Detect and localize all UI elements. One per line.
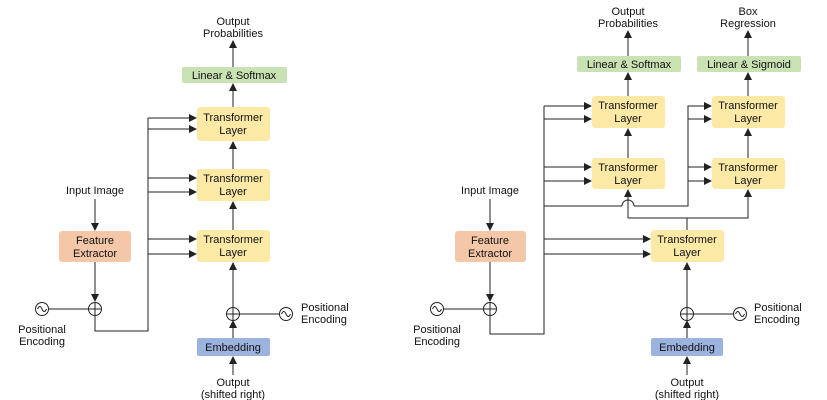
right-linear-sigmoid-label: Linear & Sigmoid xyxy=(707,59,791,71)
right-transformer-layer-box-bottom-label-1: Transformer xyxy=(718,162,778,174)
left-positional-encoding-icon-right xyxy=(279,307,293,321)
left-output-probabilities-label-2: Probabilities xyxy=(203,28,263,40)
right-positional-encoding-icon-right xyxy=(733,307,747,321)
right-transformer-layer-class-bottom-label-2: Layer xyxy=(614,175,642,187)
right-positional-encoding-label-left-2: Encoding xyxy=(414,336,460,348)
left-embedding-box xyxy=(197,338,270,356)
left-input-image-label: Input Image xyxy=(66,185,124,197)
right-transformer-layer-shared-label-2: Layer xyxy=(673,247,701,259)
left-linear-softmax-label: Linear & Softmax xyxy=(192,70,277,82)
right-transformer-layer-class-top-label-1: Transformer xyxy=(598,100,658,112)
left-transformer-layer-top-label-1: Transformer xyxy=(203,112,263,124)
left-transformer-layer-mid-label-2: Layer xyxy=(219,186,247,198)
right-output-probabilities-label-2: Probabilities xyxy=(598,18,658,30)
left-output-shifted-label-1: Output xyxy=(216,377,249,389)
right-linear-softmax-label: Linear & Softmax xyxy=(587,59,672,71)
right-feature-extractor-box xyxy=(455,231,526,262)
left-output-probabilities-label-1: Output xyxy=(216,16,249,28)
right-transformer-layer-box-top xyxy=(712,96,785,128)
right-box-regression-label-2: Regression xyxy=(720,18,776,30)
left-linear-softmax-box xyxy=(182,67,287,83)
left-positional-encoding-label-right-2: Encoding xyxy=(301,314,347,326)
left-add-icon-embedding xyxy=(226,307,240,321)
left-output-shifted-label-2: (shifted right) xyxy=(201,389,265,400)
left-positional-encoding-icon-left xyxy=(35,302,49,316)
left-feature-extractor-label-1: Feature xyxy=(76,235,114,247)
left-connectors xyxy=(48,40,279,375)
right-transformer-layer-box-bottom xyxy=(712,158,785,189)
left-feature-extractor-label-2: Extractor xyxy=(73,248,117,260)
right-positional-encoding-label-right-1: Positional xyxy=(754,302,802,314)
left-transformer-layer-mid xyxy=(197,169,270,201)
left-positional-encoding-label-left-2: Encoding xyxy=(19,336,65,348)
right-diagram: Output Probabilities Box Regression Line… xyxy=(413,6,802,400)
right-box-regression-label-1: Box xyxy=(739,6,758,18)
left-positional-encoding-label-right-1: Positional xyxy=(301,302,349,314)
left-transformer-layer-bottom-label-2: Layer xyxy=(219,247,247,259)
right-transformer-layer-box-top-label-1: Transformer xyxy=(718,100,778,112)
right-positional-encoding-icon-left xyxy=(430,302,444,316)
right-add-icon-image xyxy=(483,302,497,316)
right-transformer-layer-shared-label-1: Transformer xyxy=(657,234,717,246)
right-add-icon-embedding xyxy=(680,307,694,321)
right-positional-encoding-label-left-1: Positional xyxy=(413,324,461,336)
right-transformer-layer-class-bottom xyxy=(592,158,665,189)
right-feature-extractor-label-1: Feature xyxy=(471,235,509,247)
left-transformer-layer-bottom xyxy=(197,230,270,262)
left-transformer-layer-mid-label-1: Transformer xyxy=(203,173,263,185)
right-input-image-label: Input Image xyxy=(461,185,519,197)
left-transformer-layer-top xyxy=(197,107,270,141)
left-transformer-layer-bottom-label-1: Transformer xyxy=(203,234,263,246)
left-positional-encoding-label-left-1: Positional xyxy=(18,324,66,336)
right-transformer-layer-class-top-label-2: Layer xyxy=(614,113,642,125)
right-transformer-layer-class-top xyxy=(592,96,665,128)
right-transformer-layer-box-top-label-2: Layer xyxy=(734,113,762,125)
right-feature-extractor-label-2: Extractor xyxy=(468,248,512,260)
left-diagram: Output Probabilities Linear & Softmax Tr… xyxy=(18,16,349,400)
right-embedding-label: Embedding xyxy=(659,342,715,354)
right-output-shifted-label-1: Output xyxy=(670,377,703,389)
right-transformer-layer-shared xyxy=(651,230,724,262)
right-connectors xyxy=(443,30,752,375)
left-embedding-label: Embedding xyxy=(205,342,261,354)
right-positional-encoding-label-right-2: Encoding xyxy=(754,314,800,326)
right-transformer-layer-class-bottom-label-1: Transformer xyxy=(598,162,658,174)
right-linear-sigmoid-box xyxy=(697,56,801,72)
left-feature-extractor-box xyxy=(59,231,131,262)
right-output-shifted-label-2: (shifted right) xyxy=(655,389,719,400)
right-transformer-layer-box-bottom-label-2: Layer xyxy=(734,175,762,187)
left-transformer-layer-top-label-2: Layer xyxy=(219,125,247,137)
right-output-probabilities-label-1: Output xyxy=(611,6,644,18)
right-embedding-box xyxy=(651,338,723,356)
left-add-icon-image xyxy=(88,302,102,316)
right-linear-softmax-box xyxy=(577,56,681,72)
